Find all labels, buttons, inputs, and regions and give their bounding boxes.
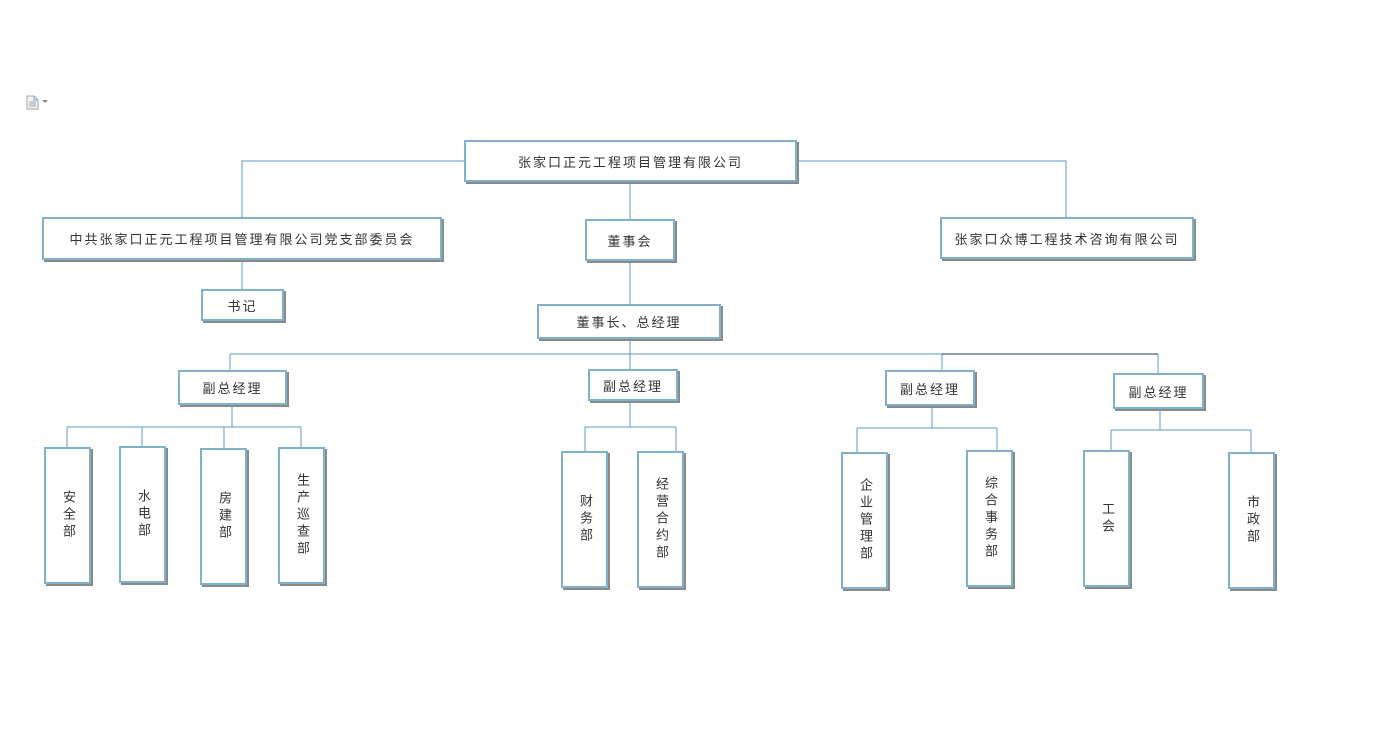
party-committee-node: 中共张家口正元工程项目管理有限公司党支部委员会 — [42, 217, 442, 260]
dept-safety-node: 安全部 — [44, 447, 91, 584]
board-node: 董事会 — [585, 219, 675, 261]
dept-general-affairs-label: 综合事务部 — [982, 476, 997, 561]
vice-manager-node-3: 副总经理 — [885, 370, 975, 406]
dept-enterprise-node: 企业管理部 — [841, 452, 888, 589]
board-label: 董事会 — [607, 234, 653, 250]
dept-union-label: 工会 — [1099, 501, 1114, 536]
document-menu[interactable] — [26, 94, 54, 110]
vice-manager-node-1: 副总经理 — [178, 370, 287, 405]
dept-building-node: 房建部 — [200, 448, 247, 585]
dept-finance-label: 财务部 — [577, 494, 592, 545]
affiliate-company-node: 张家口众博工程技术咨询有限公司 — [940, 217, 1194, 259]
vice-manager-label: 副总经理 — [202, 382, 263, 397]
dept-contracts-label: 经营合约部 — [653, 477, 668, 562]
dept-enterprise-label: 企业管理部 — [857, 478, 872, 563]
affiliate-company-label: 张家口众博工程技术咨询有限公司 — [954, 232, 1180, 248]
dept-inspection-label: 生产巡查部 — [294, 473, 309, 558]
vice-manager-label: 副总经理 — [1128, 385, 1189, 401]
company-root-label: 张家口正元工程项目管理有限公司 — [517, 155, 743, 171]
chairman-node: 董事长、总经理 — [537, 304, 721, 339]
vice-manager-label: 副总经理 — [899, 382, 960, 398]
caret-down-icon — [42, 100, 48, 103]
party-committee-label: 中共张家口正元工程项目管理有限公司党支部委员会 — [69, 233, 415, 248]
vice-manager-node-2: 副总经理 — [588, 369, 678, 401]
dept-water-power-label: 水电部 — [135, 489, 150, 540]
dept-water-power-node: 水电部 — [119, 446, 166, 583]
dept-union-node: 工会 — [1083, 450, 1130, 587]
dept-general-affairs-node: 综合事务部 — [966, 450, 1013, 587]
dept-inspection-node: 生产巡查部 — [278, 447, 325, 584]
secretary-label: 书记 — [227, 299, 258, 315]
dept-municipal-node: 市政部 — [1228, 452, 1275, 589]
document-icon — [26, 95, 39, 109]
company-root-node: 张家口正元工程项目管理有限公司 — [464, 140, 797, 182]
dept-finance-node: 财务部 — [561, 451, 608, 588]
vice-manager-node-4: 副总经理 — [1113, 373, 1204, 409]
dept-contracts-node: 经营合约部 — [637, 451, 684, 588]
dept-municipal-label: 市政部 — [1244, 495, 1259, 546]
chairman-label: 董事长、总经理 — [576, 316, 682, 331]
dept-safety-label: 安全部 — [60, 490, 75, 541]
vice-manager-label: 副总经理 — [602, 379, 663, 395]
dept-building-label: 房建部 — [216, 491, 231, 542]
secretary-node: 书记 — [201, 289, 284, 321]
